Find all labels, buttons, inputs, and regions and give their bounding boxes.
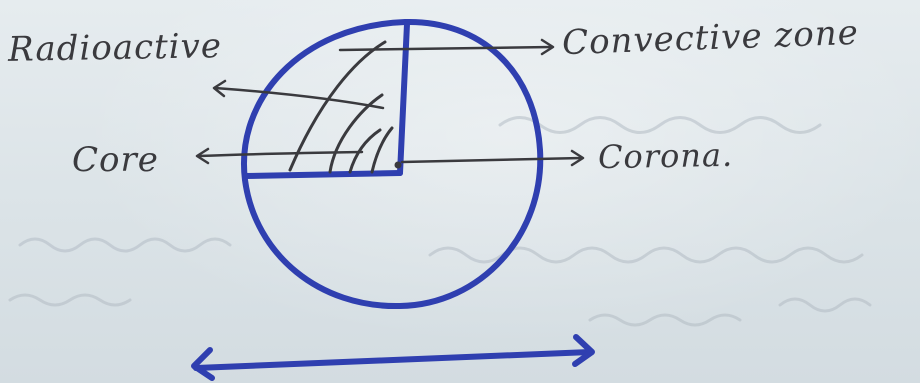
quadrant-horizontal-line bbox=[243, 170, 403, 179]
center-dot bbox=[394, 161, 402, 169]
quadrant-vertical-line bbox=[397, 21, 410, 176]
convective-arrow bbox=[338, 45, 554, 52]
radioactive-arrow bbox=[213, 86, 385, 110]
diameter-arrow bbox=[191, 334, 595, 381]
core-arrow bbox=[196, 150, 364, 158]
pointer-arrows bbox=[195, 38, 585, 167]
sun-outline bbox=[241, 18, 544, 310]
label-core: Core bbox=[72, 140, 159, 180]
label-corona: Corona. bbox=[597, 135, 734, 177]
label-radioactive: Radioactive bbox=[7, 26, 223, 70]
corona-arrow bbox=[400, 156, 584, 164]
